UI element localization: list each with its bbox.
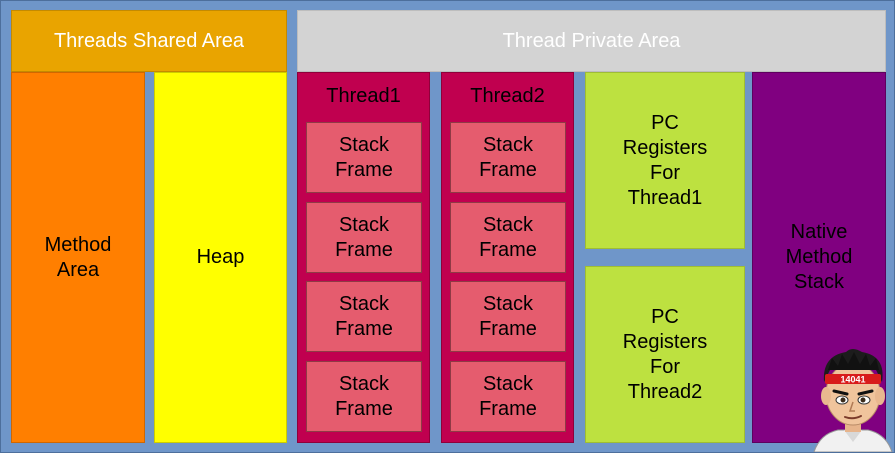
thread2-stack-frame-1: Stack Frame (450, 122, 566, 193)
thread2-stack-frame-4: Stack Frame (450, 361, 566, 432)
pc-registers-thread2-block: PC Registers For Thread2 (585, 266, 745, 443)
avatar-headband-text: 14041 (840, 375, 865, 385)
thread-private-area-header: Thread Private Area (297, 10, 886, 72)
thread-private-area-label: Thread Private Area (502, 29, 681, 52)
native-method-stack-label: Native Method Stack (785, 221, 853, 293)
heap-label: Heap (196, 246, 245, 268)
pc-registers-thread1-label: PC Registers For Thread1 (622, 111, 708, 209)
thread1-stack-frame-3: Stack Frame (306, 281, 422, 352)
pc-registers-thread1-block: PC Registers For Thread1 (585, 72, 745, 249)
thread1-title: Thread1 (326, 85, 401, 107)
native-method-stack-block: Native Method Stack (752, 72, 886, 443)
thread1-column: Thread1 Stack Frame Stack Frame Stack Fr… (297, 72, 430, 443)
method-area-block: Method Area (11, 72, 145, 443)
pc-registers-thread2-label: PC Registers For Thread2 (622, 305, 708, 403)
thread2-title: Thread2 (470, 85, 545, 107)
thread1-stack-frame-1: Stack Frame (306, 122, 422, 193)
avatar: 14041 (813, 349, 893, 452)
thread1-stack-frame-4: Stack Frame (306, 361, 422, 432)
thread2-stack-frame-2: Stack Frame (450, 202, 566, 273)
thread1-stack-frame-2: Stack Frame (306, 202, 422, 273)
threads-shared-area-header: Threads Shared Area (11, 10, 287, 72)
threads-shared-area-label: Threads Shared Area (53, 29, 245, 52)
thread2-stack-frame-3: Stack Frame (450, 281, 566, 352)
heap-block: Heap (154, 72, 287, 443)
thread2-column: Thread2 Stack Frame Stack Frame Stack Fr… (441, 72, 574, 443)
method-area-label: Method Area (44, 233, 112, 281)
